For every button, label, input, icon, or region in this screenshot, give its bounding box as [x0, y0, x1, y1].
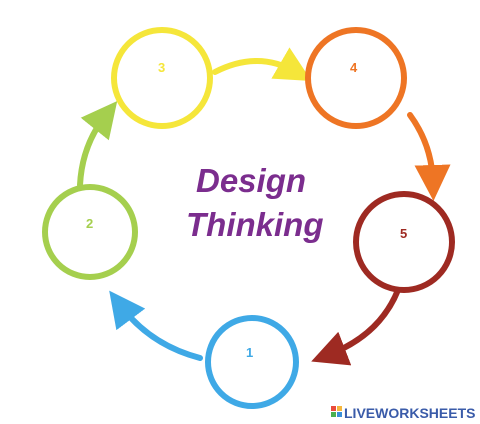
- arrow-2-to-3: [77, 100, 118, 188]
- node-1-circle: [205, 315, 299, 409]
- watermark-text: LIVEWORKSHEETS: [344, 405, 475, 421]
- node-4-label: 4: [350, 60, 358, 75]
- node-4-circle: [305, 27, 407, 129]
- arrow-1-to-2: [109, 290, 203, 361]
- title-line-1: Design: [196, 162, 306, 199]
- arrow-4-to-5: [407, 112, 451, 201]
- node-2-circle: [42, 184, 138, 280]
- arrow-5-to-1: [311, 287, 401, 366]
- title-line-2: Thinking: [186, 206, 323, 243]
- node-3-circle: [111, 27, 213, 129]
- node-1-label: 1: [246, 345, 253, 360]
- node-2-label: 2: [86, 216, 93, 231]
- node-5-label: 5: [400, 226, 407, 241]
- liveworksheets-logo-icon: [331, 406, 342, 417]
- node-5-circle: [353, 191, 455, 293]
- node-3-label: 3: [158, 60, 165, 75]
- arrow-3-to-4: [212, 47, 312, 82]
